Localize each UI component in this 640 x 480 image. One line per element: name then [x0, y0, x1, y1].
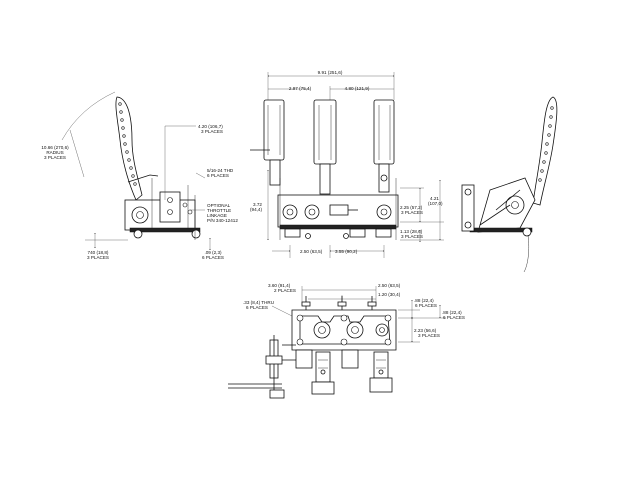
mount-right-label-2: 3 PLACES — [401, 210, 423, 215]
right-pedal-arm — [532, 96, 558, 206]
bottom-view: 3.60 (91,4) 2 PLACES 2.50 (63,5) 1.20 (3… — [228, 283, 465, 399]
pedal-holes — [118, 102, 137, 186]
top-left-label-2: 2 PLACES — [274, 288, 296, 293]
height-right-label-2: (107,0) — [428, 201, 443, 206]
span-right-label: 4.80 (121,9) — [345, 86, 370, 91]
r-b-label-2: 6 PLACES — [443, 315, 465, 320]
r-a-label-1: .88 (22,4) — [414, 298, 434, 303]
height-label-1: 740 (18,8) — [88, 250, 109, 255]
r-a-label-2: 6 PLACES — [415, 303, 437, 308]
pedal-left — [250, 99, 285, 186]
linkage-label-2: THROTTLE — [207, 208, 231, 213]
bottom-right-label-1: 1.13 (28,6) — [400, 229, 423, 234]
radius-label-1: 10.66 (270,6) — [41, 145, 69, 150]
thread-label-1: 5/16-24 THD — [207, 168, 234, 173]
front-view: 9.91 (251,6) 2.97 (75,4) 4.80 (121,9) — [250, 70, 444, 258]
linkage-label-1: OPTIONAL — [207, 203, 231, 208]
right-side-view — [461, 96, 558, 273]
radius-label-3: 3 PLACES — [44, 155, 66, 160]
r-c-label-1: 2.23 (56,6) — [414, 328, 437, 333]
radius-arc — [61, 91, 116, 141]
spacing-right-label: 3.55 (90,2) — [335, 249, 358, 254]
left-side-view: 10.66 (270,6) RADIUS 3 PLACES 4.20 (106,… — [41, 91, 238, 260]
r-b-label-1: .88 (22,4) — [442, 310, 462, 315]
top-right-label-b: 1.20 (30,4) — [378, 292, 401, 297]
height-left-label-2: (94,4) — [250, 207, 262, 212]
linkage-label-3: LINKAGE — [207, 213, 227, 218]
mount-right-label-1: 2.25 (57,2) — [400, 205, 423, 210]
pedal-right — [373, 99, 395, 193]
pedal-center — [313, 99, 337, 195]
thru-label-2: 6 PLACES — [246, 305, 268, 310]
base-plate — [291, 309, 397, 351]
bottom-right-label-2: 3 PLACES — [401, 234, 423, 239]
height-right-label-1: 4.21 — [430, 196, 439, 201]
linkage-label-4: P/N 340-12412 — [207, 218, 238, 223]
top-right-label-a: 2.50 (63,5) — [378, 283, 401, 288]
spacing-left-label: 2.50 (63,5) — [300, 249, 323, 254]
base-label-2: 6 PLACES — [202, 255, 224, 260]
thru-label-1: .33 (8,4) THRU — [243, 300, 274, 305]
pedal-arm — [115, 96, 143, 201]
span-left-label: 2.97 (75,4) — [289, 86, 312, 91]
overall-width-label: 9.91 (251,6) — [318, 70, 343, 75]
height-label-2: 3 PLACES — [87, 255, 109, 260]
base-label-1: .09 (2,3) — [204, 250, 222, 255]
throttle-assembly — [228, 335, 296, 399]
lower-cylinders — [295, 349, 393, 395]
thread-label-2: 6 PLACES — [207, 173, 229, 178]
radius-label-2: RADIUS — [46, 150, 63, 155]
pivot-label-2: 3 PLACES — [201, 129, 223, 134]
height-left-label-1: 3.72 — [253, 202, 262, 207]
r-c-label-2: 3 PLACES — [418, 333, 440, 338]
top-left-label-1: 3.60 (91,4) — [268, 283, 291, 288]
pivot-label-1: 4.20 (106,7) — [198, 124, 223, 129]
